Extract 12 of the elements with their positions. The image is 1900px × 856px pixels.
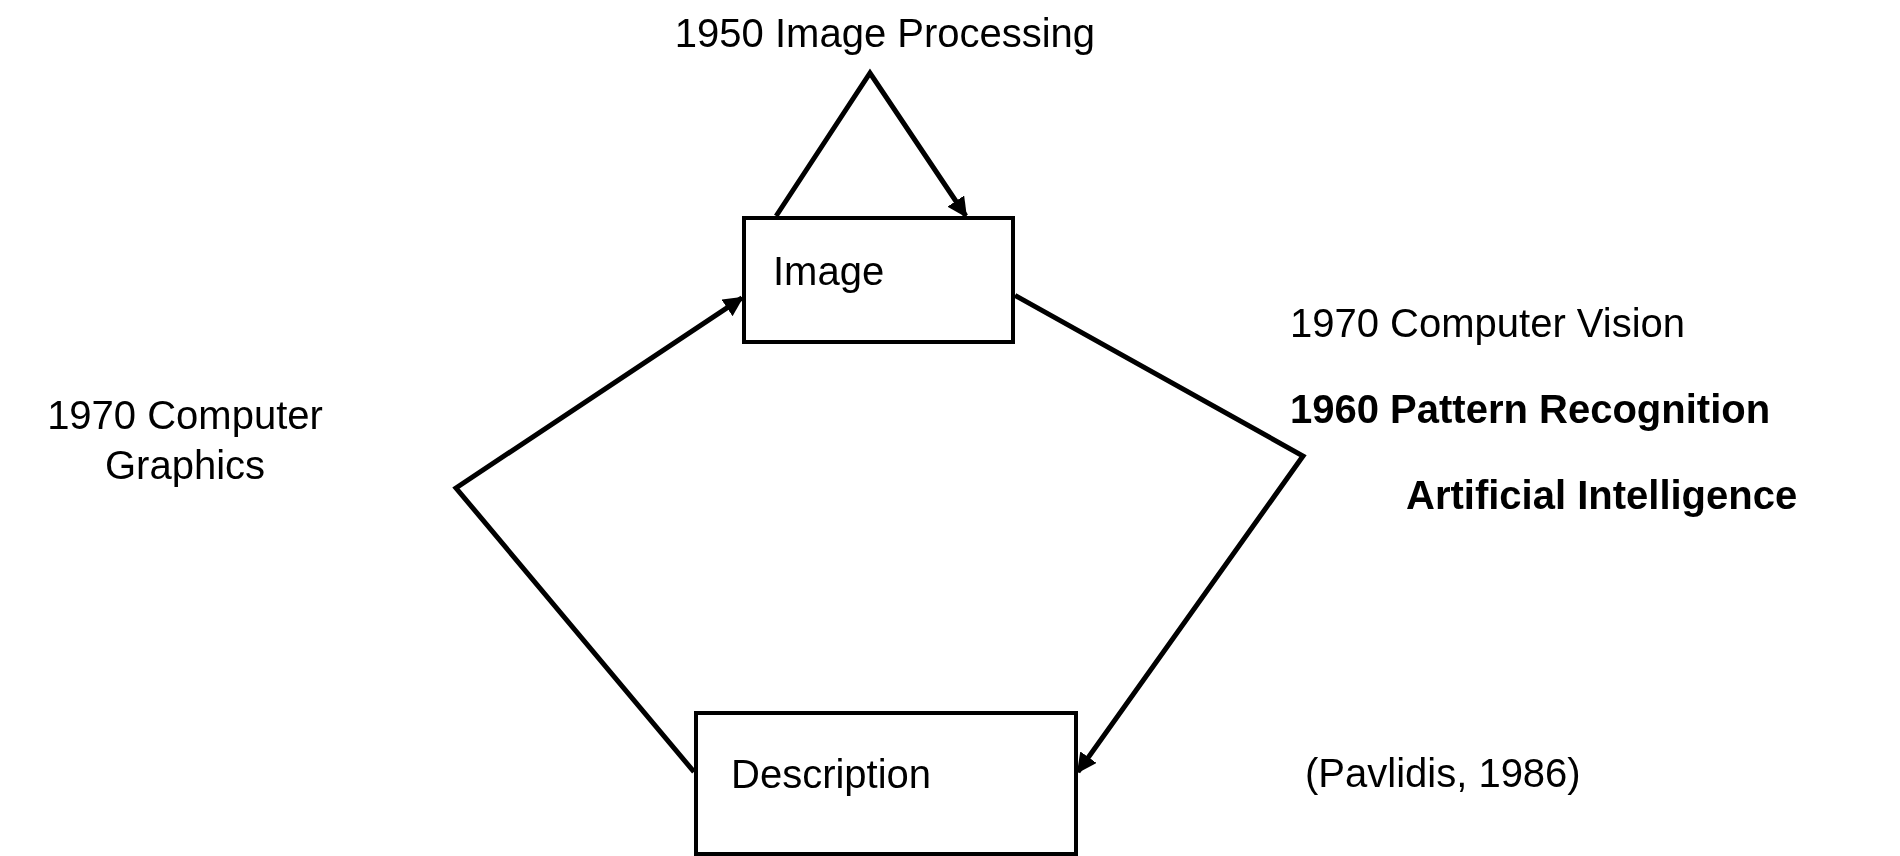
text-label: 1970 Computer Graphics [46, 392, 324, 489]
node-label: Description [731, 751, 932, 797]
text-label: (Pavlidis, 1986) [1305, 750, 1582, 797]
text-label: Artificial Intelligence [1406, 472, 1799, 519]
arrow [774, 68, 968, 218]
text-label: 1960 Pattern Recognition [1290, 386, 1772, 433]
process-box [742, 216, 1015, 344]
arrow [452, 295, 744, 774]
text-label: 1970 Computer Vision [1290, 300, 1687, 347]
text-label: 1950 Image Processing [673, 10, 1097, 57]
process-box [694, 711, 1078, 856]
node-label: Image [773, 248, 885, 294]
